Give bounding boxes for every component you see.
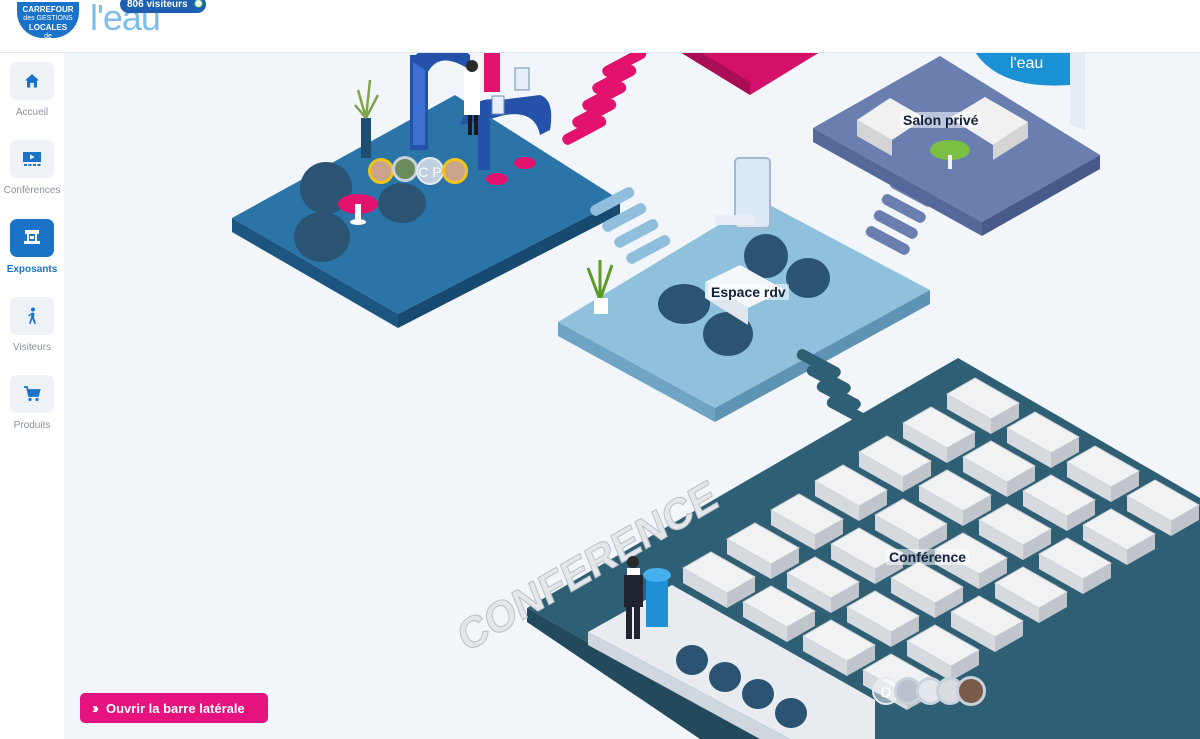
conference-sofa [1005,411,1081,468]
room-label-espace-rdv-text: Espace rdv [708,284,789,300]
conference-seating [681,377,1200,710]
online-status-icon [193,0,203,8]
top-bar: CARREFOUR des GESTIONS LOCALES de l'eau … [0,0,1200,53]
conference-sofa [725,522,801,579]
sidebar-item-label-accueil: Accueil [15,107,49,118]
conference-sofa [857,435,933,492]
conference-sofa [889,561,965,618]
conference-sofa [1065,445,1141,502]
conference-sofa [1037,537,1113,594]
walking-person-icon [28,307,36,324]
conference-sofa [1081,508,1157,565]
conference-sofa [1021,474,1097,531]
sidebar-button-exposants[interactable] [10,219,54,257]
logo-line-1: CARREFOUR [22,5,74,14]
salon-prive-platform[interactable] [813,56,1100,236]
visitor-count: 806 [127,0,144,10]
home-icon [25,74,39,88]
open-sidebar-button[interactable]: ›› Ouvrir la barre latérale [80,693,268,723]
pink-stools [338,157,536,225]
logo-line-3: LOCALES [28,23,68,32]
double-chevron-right-icon: ›› [92,699,99,717]
conference-sofa [813,464,889,521]
sidebar-item-label-exposants: Exposants [6,264,58,275]
visitor-count-badge[interactable]: 806 visiteurs [120,0,206,13]
event-logo[interactable]: CARREFOUR des GESTIONS LOCALES de [17,2,79,40]
conference-sofa [845,590,921,647]
conference-sofa [993,566,1069,623]
speaker-podium [624,556,671,639]
conference-sofa [901,406,977,463]
visitor-avatar[interactable] [442,158,468,184]
room-label-espace-rdv[interactable]: Espace rdv [708,284,789,300]
logo-line-4: de [44,33,52,40]
logo-line-2: des GESTIONS [23,15,73,22]
conference-sofa [945,377,1021,434]
open-sidebar-label: Ouvrir la barre latérale [106,700,245,716]
sidebar-item-label-produits: Produits [13,420,51,431]
conference-sofa [1125,479,1200,536]
rdv-display-screen [715,157,771,229]
screen-icon [23,152,41,166]
booth-structure [410,52,552,170]
salon-screen: l'eau [975,52,1085,130]
conference-sofa [905,624,981,681]
sidebar-item-visiteurs[interactable]: Visiteurs [0,297,64,353]
virtual-hall-map[interactable]: l'eau CONFERENCE [64,52,1200,739]
sidebar-button-accueil[interactable] [10,62,54,100]
stairs-pink [562,52,647,145]
rdv-plant [586,260,614,314]
sidebar-item-produits[interactable]: Produits [0,375,64,431]
salon-screen-logo-text: l'eau [1010,55,1043,72]
conference-sofa [873,498,949,555]
conference-sofa [741,585,817,642]
room-label-salon-prive-text: Salon privé [900,112,982,128]
booth-icon [24,230,40,244]
conference-sofa [917,469,993,526]
conference-sofa [949,595,1025,652]
conference-sofa [769,493,845,550]
room-label-conference[interactable]: Conférence [886,549,970,565]
sidebar-item-label-conferences: Conférences [3,185,61,196]
salon-sofas [857,97,1028,160]
conference-sofa [785,556,861,613]
conference-sofa [961,440,1037,497]
cart-icon [24,386,41,402]
sidebar-item-exposants[interactable]: Exposants [0,219,64,275]
visitor-label: visiteurs [146,0,188,10]
sidebar-button-produits[interactable] [10,375,54,413]
sidebar-item-accueil[interactable]: Accueil [0,62,64,118]
conference-sofa [977,503,1053,560]
visitor-avatar[interactable] [368,158,394,184]
conference-avatar[interactable] [956,676,986,706]
conference-sofa [801,619,877,676]
stairs-stand-to-rdv [590,187,671,264]
conference-avatar-initials[interactable]: D [872,677,900,705]
room-label-conference-text: Conférence [886,549,970,565]
left-sidebar: Accueil Conférences Exposants Visiteurs … [0,52,64,739]
plant-decor [354,79,380,158]
room-label-salon-prive[interactable]: Salon privé [900,112,982,128]
conference-sofa [829,527,905,584]
visitor-avatar[interactable] [392,156,418,182]
conference-sofa [681,551,757,608]
sidebar-item-label-visiteurs: Visiteurs [12,342,52,353]
visitor-avatar-initials[interactable]: C P [416,157,444,185]
sidebar-button-conferences[interactable] [10,140,54,178]
sidebar-button-visiteurs[interactable] [10,297,54,335]
beanbags-rdv [658,234,830,356]
stage-beanbags [676,645,807,728]
sidebar-item-conferences[interactable]: Conférences [0,140,64,196]
salon-table [930,140,970,160]
